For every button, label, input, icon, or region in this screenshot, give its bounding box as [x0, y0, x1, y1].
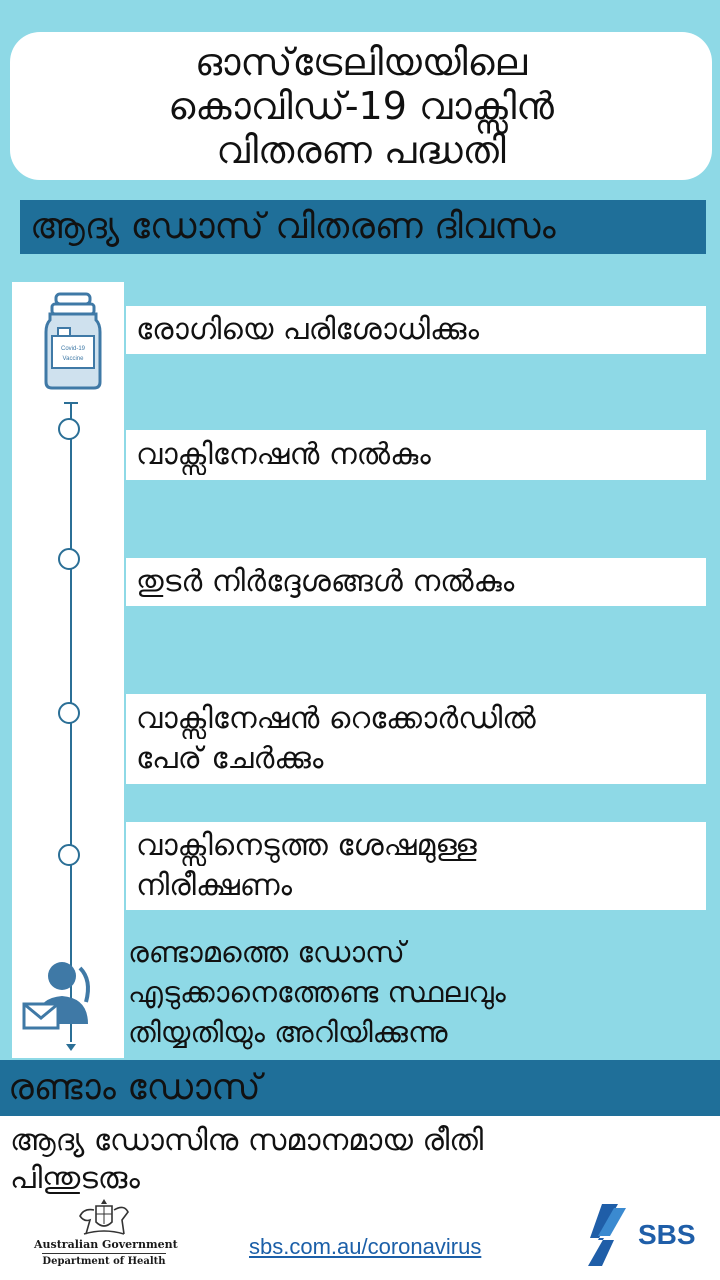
step-text: രണ്ടാമത്തെ ഡോസ്	[128, 935, 405, 969]
title-line: വിതരണ പദ്ധതി	[216, 128, 506, 172]
australian-government-logo: Australian Government Department of Heal…	[34, 1198, 178, 1269]
footer: ആദ്യ ഡോസിനു സമാനമായ രീതി പിന്തുടരും Aust…	[0, 1116, 720, 1280]
svg-text:Covid-19: Covid-19	[61, 346, 86, 352]
timeline-node	[58, 702, 80, 724]
sbs-logo-icon: SBS	[588, 1204, 696, 1266]
timeline-panel: Covid-19 Vaccine	[12, 282, 124, 1058]
timeline-arrow	[66, 1044, 76, 1051]
timeline-node	[58, 844, 80, 866]
first-dose-day-heading: ആദ്യ ഡോസ് വിതരണ ദിവസം	[20, 200, 706, 254]
second-dose-text: ആദ്യ ഡോസിനു സമാനമായ രീതി പിന്തുടരും	[10, 1122, 483, 1198]
gov-name: Australian Government	[34, 1238, 178, 1251]
step-instructions: തുടർ നിർദ്ദേശങ്ങൾ നൽകും	[126, 558, 706, 606]
step-text: തിയ്യതിയും അറിയിക്കുന്നു	[128, 1015, 448, 1049]
step-second-dose-info: രണ്ടാമത്തെ ഡോസ് എടുക്കാനെത്തേണ്ട സ്ഥലവും…	[128, 932, 708, 1052]
step-text: പേര് ചേർക്കും	[136, 741, 324, 776]
step-text: തുടർ നിർദ്ദേശങ്ങൾ നൽകും	[136, 564, 515, 599]
step-text: എടുക്കാനെത്തേണ്ട സ്ഥലവും	[128, 975, 506, 1009]
svg-text:Vaccine: Vaccine	[63, 356, 85, 362]
gov-divider	[42, 1253, 166, 1254]
gov-department: Department of Health	[42, 1256, 166, 1267]
timeline-tick	[64, 402, 78, 404]
step-text: നിരീക്ഷണം	[136, 868, 293, 903]
step-record: വാക്സിനേഷൻ റെക്കോർഡിൽ പേര് ചേർക്കും	[126, 694, 706, 784]
second-dose-text-line: പിന്തുടരും	[10, 1161, 140, 1196]
title-card: ഓസ്‌ട്രേലിയയിലെ കൊവിഡ്-19 വാക്സിൻ വിതരണ …	[10, 32, 712, 180]
title-line: കൊവിഡ്-19 വാക്സിൻ	[168, 84, 554, 128]
second-dose-text-line: ആദ്യ ഡോസിനു സമാനമായ രീതി	[10, 1123, 484, 1158]
step-vaccination: വാക്സിനേഷൻ നൽകും	[126, 430, 706, 480]
step-text: വാക്സിനെടുത്ത ശേഷമുള്ള	[136, 828, 477, 863]
phone-user-mail-icon	[22, 962, 90, 1030]
sbs-coronavirus-link[interactable]: sbs.com.au/coronavirus	[249, 1234, 482, 1259]
timeline-node	[58, 418, 80, 440]
timeline-node	[58, 548, 80, 570]
sbs-logo-text: SBS	[638, 1219, 696, 1250]
coat-of-arms-icon	[79, 1199, 129, 1235]
title-line: ഓസ്‌ട്രേലിയയിലെ	[195, 40, 527, 84]
vaccine-vial-icon: Covid-19 Vaccine	[44, 292, 102, 390]
step-text: രോഗിയെ പരിശോധിക്കും	[136, 312, 480, 347]
second-dose-heading: രണ്ടാം ഡോസ്	[0, 1060, 720, 1116]
step-observation: വാക്സിനെടുത്ത ശേഷമുള്ള നിരീക്ഷണം	[126, 822, 706, 910]
step-text: വാക്സിനേഷൻ നൽകും	[136, 437, 431, 472]
step-text: വാക്സിനേഷൻ റെക്കോർഡിൽ	[136, 701, 536, 736]
step-patient-check: രോഗിയെ പരിശോധിക്കും	[126, 306, 706, 354]
